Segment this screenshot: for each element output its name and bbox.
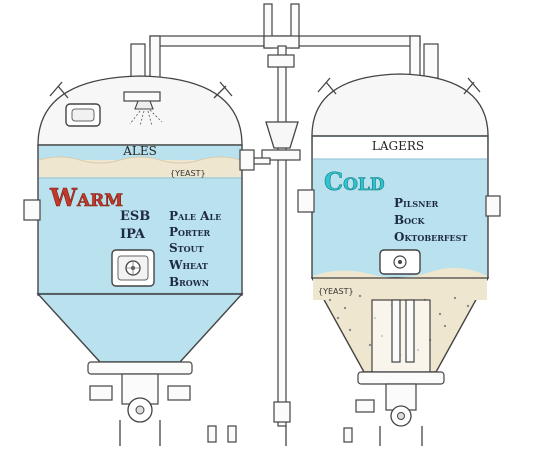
center-funnel (265, 121, 299, 149)
lager-yeast-label: {YEAST} (318, 287, 354, 296)
floor-valve-1 (207, 425, 217, 443)
ale-yeast-label: {YEAST} (170, 169, 206, 178)
center-manifold (261, 149, 301, 161)
cold-label: Cold (324, 167, 385, 196)
ale-tank-cone (36, 293, 244, 363)
racking-pipe-2 (405, 299, 415, 363)
ale-yeast-layer (39, 160, 241, 178)
sight-glass-icon (111, 249, 155, 287)
center-valve (267, 54, 295, 68)
valve-icon (390, 405, 412, 427)
spray-nozzle-icon (129, 100, 163, 127)
ale-bottom-flange (87, 361, 193, 375)
center-drain-valve (273, 401, 291, 423)
lager-headspace (313, 137, 487, 159)
warm-label: Warm (49, 183, 123, 212)
lager-header: LAGERS (372, 139, 424, 153)
ale-side-valve (89, 385, 113, 401)
floor-valve-2 (227, 425, 237, 443)
lager-yeast-layer (313, 267, 487, 300)
ale-beer-pale-ale: Pale Ale (169, 209, 221, 223)
left-valve-body (130, 43, 146, 79)
ale-beer-brown: Brown (169, 275, 209, 289)
lager-lug-right (485, 195, 501, 217)
ale-side-valve-2 (167, 385, 191, 401)
lager-tank: LAGERS Cold Pilsner Bock Oktoberfest {YE… (297, 73, 501, 446)
gauge-icon (127, 397, 153, 423)
ale-vent-right (213, 81, 233, 99)
racking-frame (371, 299, 431, 373)
racking-pipe (391, 299, 401, 363)
lager-vent-right (463, 77, 481, 95)
lager-bottom-flange (357, 371, 445, 385)
lager-sight-glass-icon (379, 249, 421, 275)
ale-vent-left (49, 81, 69, 99)
right-valve-body (423, 43, 439, 79)
ale-foam-edge (38, 156, 242, 164)
ale-lug-left (23, 199, 41, 221)
spray-arm (123, 91, 161, 102)
ale-beer-ipa: IPA (120, 227, 146, 242)
lager-beer-bock: Bock (394, 213, 425, 227)
manway-window (71, 108, 95, 122)
ale-beer-stout: Stout (169, 241, 204, 255)
lager-beer-oktoberfest: Oktoberfest (394, 230, 467, 244)
ale-tank-dome (37, 75, 243, 146)
ale-lug-right (239, 149, 255, 171)
lager-tank-dome (311, 73, 489, 137)
ale-beer-esb: ESB (120, 209, 150, 224)
ale-beer-porter: Porter (169, 225, 211, 239)
ale-header: ALES (122, 144, 157, 158)
floor-valve-3 (343, 427, 353, 443)
lager-vent-left (317, 77, 337, 95)
ale-beer-wheat: Wheat (168, 258, 208, 272)
lager-lug-left (297, 189, 315, 213)
right-drop-pipe (409, 35, 421, 77)
floor-fittings (207, 425, 353, 446)
ale-tank: ALES {YEAST} Warm ESB IPA Pale Ale Porte… (23, 75, 255, 446)
lager-beer-pilsner: Pilsner (394, 196, 439, 210)
center-pipe (277, 45, 287, 427)
lager-side-valve (355, 399, 375, 413)
